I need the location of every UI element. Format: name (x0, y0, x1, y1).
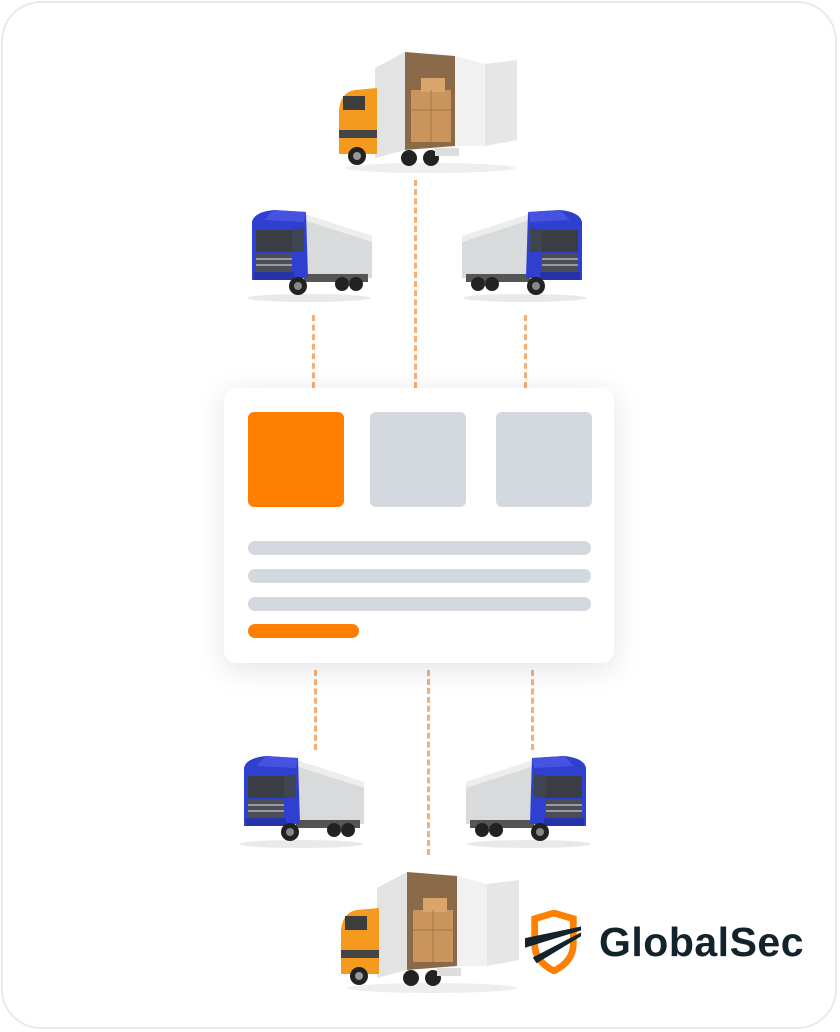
text-line-placeholder (248, 569, 591, 583)
text-line-placeholder (248, 597, 591, 611)
dashboard-card (224, 388, 614, 663)
accent-line (248, 624, 359, 638)
blue-truck-bottom-left-image (236, 754, 366, 849)
brand-name: GlobalSec (599, 918, 805, 965)
connector-top-center (414, 180, 417, 388)
blue-truck-bottom-right-image (464, 754, 594, 849)
blue-truck-top-right-image (460, 208, 590, 303)
box-truck-bottom-image (337, 870, 522, 995)
blue-truck-top-left-image (244, 208, 374, 303)
tile-placeholder (496, 412, 592, 507)
connector-bottom-left (314, 670, 317, 750)
tile-placeholder (370, 412, 466, 507)
connector-top-left (312, 315, 315, 388)
connector-bottom-right (531, 670, 534, 750)
globalsec-logo: GlobalSec (525, 910, 804, 974)
connector-top-right (524, 315, 527, 388)
box-truck-top-image (335, 50, 520, 175)
tile-active (248, 412, 344, 507)
text-line-placeholder (248, 541, 591, 555)
connector-bottom-center (427, 670, 430, 855)
shield-icon (525, 910, 583, 974)
